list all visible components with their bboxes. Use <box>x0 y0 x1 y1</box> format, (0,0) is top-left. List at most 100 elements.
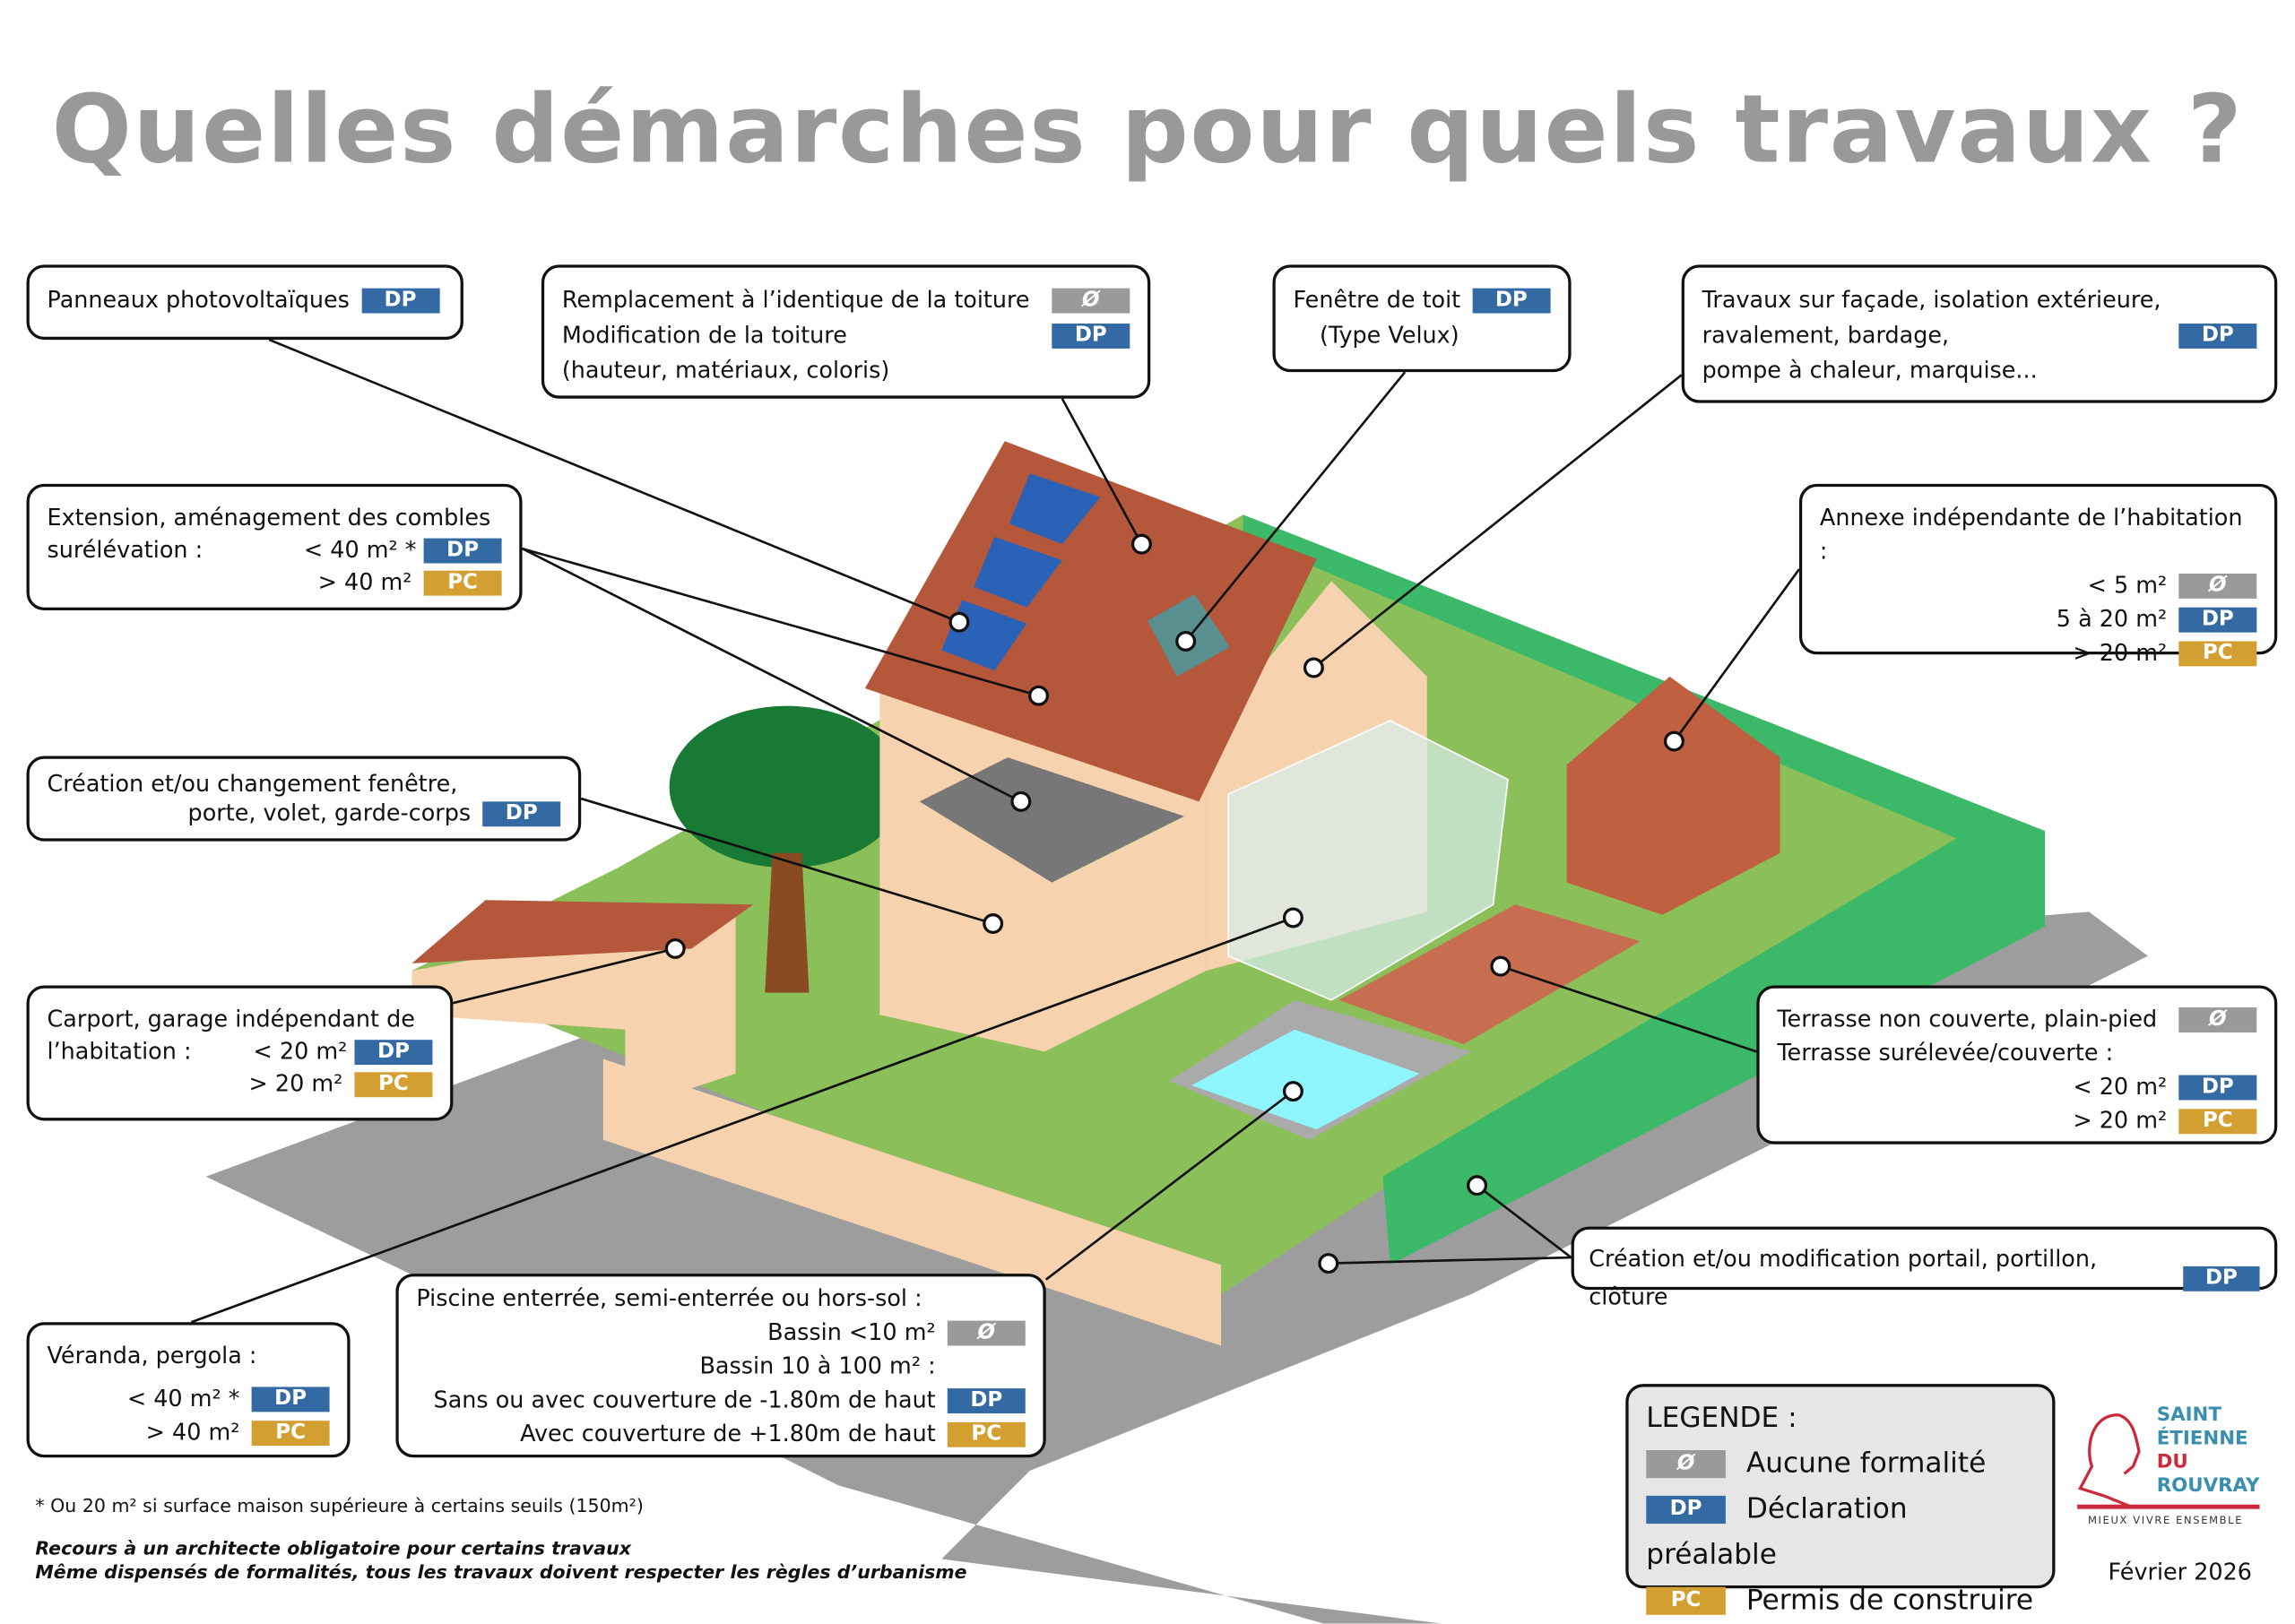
badge-none: Ø <box>2178 1007 2257 1032</box>
label: Création et/ou changement fenêtre, <box>47 770 458 798</box>
label: porte, volet, garde-corps <box>187 799 472 827</box>
label: (Type Velux) <box>1319 322 1459 349</box>
badge-dp: DP <box>2178 1075 2257 1101</box>
label: Création et/ou modification portail, por… <box>1589 1245 2098 1311</box>
label: Panneaux photovoltaïques <box>47 286 350 314</box>
front-wall <box>602 1058 1222 1346</box>
shed <box>1566 676 1780 915</box>
page-title: Quelles démarches pour quels travaux ? <box>51 76 2244 186</box>
callout-dots <box>664 533 1684 1274</box>
marianne-profile-icon <box>2077 1413 2141 1509</box>
logo-bar <box>2077 1504 2260 1509</box>
legend-label: Déclaration préalable <box>1646 1492 1908 1571</box>
label: Terrasse surélevée/couverte : <box>1777 1040 2114 1067</box>
badge-dp: DP <box>423 538 502 564</box>
badge-none: Ø <box>1646 1450 1726 1479</box>
label: > 40 m² <box>317 569 412 596</box>
label: Bassin 10 à 100 m² : <box>699 1352 936 1380</box>
label: < 5 m² <box>2087 572 2168 599</box>
label: ravalement, bardage, <box>1702 322 1950 349</box>
flat-roof <box>919 757 1185 883</box>
carport <box>411 911 736 1110</box>
badge-pc: PC <box>947 1421 1026 1447</box>
callout-toiture: Remplacement à l’identique de la toiture… <box>541 264 1151 399</box>
callout-carport: Carport, garage indépendant de l’habitat… <box>26 985 454 1121</box>
legend-label: Permis de construire <box>1745 1584 2034 1617</box>
label: Sans ou avec couverture de -1.80m de hau… <box>433 1386 936 1414</box>
badge-dp: DP <box>251 1386 330 1412</box>
label: Remplacement à l’identique de la toiture <box>561 286 1030 314</box>
badge-none: Ø <box>1052 287 1130 313</box>
city-logo: SAINT ÉTIENNE DU ROUVRAY MIEUX VIVRE ENS… <box>2072 1404 2260 1526</box>
label: > 40 m² <box>145 1419 240 1447</box>
label: 5 à 20 m² <box>2056 606 2168 633</box>
label: Carport, garage indépendant de <box>47 1006 415 1032</box>
label: < 20 m² <box>2073 1073 2168 1101</box>
badge-none: Ø <box>2178 573 2257 599</box>
logo-text: DU <box>2156 1451 2188 1474</box>
badge-pc: PC <box>2178 641 2257 667</box>
label: > 20 m² <box>2073 639 2168 667</box>
badge-pc: PC <box>1646 1586 1726 1615</box>
solar-panel <box>1009 473 1101 545</box>
callout-extension: Extension, aménagement des combles surél… <box>26 483 523 611</box>
footnote: * Ou 20 m² si surface maison supérieure … <box>35 1494 644 1516</box>
badge-dp: DP <box>947 1388 1026 1414</box>
badge-dp: DP <box>2178 323 2257 349</box>
callout-terrasse: Terrasse non couverte, plain-pied Ø Terra… <box>1756 985 2278 1145</box>
badge-pc: PC <box>423 569 502 595</box>
callout-fenetre-toit: Fenêtre de toit DP (Type Velux) <box>1272 264 1572 373</box>
badge-dp: DP <box>1052 323 1130 349</box>
label: < 40 m² * <box>126 1385 240 1412</box>
badge-dp: DP <box>2178 607 2257 633</box>
label: Bassin <10 m² <box>767 1318 936 1346</box>
logo-text: ROUVRAY <box>2156 1474 2260 1498</box>
callout-fenetre: Création et/ou changement fenêtre, porte… <box>26 756 582 842</box>
label: Piscine enterrée, semi-enterrée ou hors-… <box>416 1285 922 1312</box>
note-urbanisme: Même dispensés de formalités, tous les t… <box>35 1560 967 1583</box>
legend-title: LEGENDE : <box>1646 1401 1797 1434</box>
callout-piscine: Piscine enterrée, semi-enterrée ou hors-… <box>395 1274 1046 1458</box>
badge-dp: DP <box>2183 1266 2260 1291</box>
label: < 40 m² * <box>303 536 417 564</box>
label: > 20 m² <box>2073 1107 2168 1135</box>
label: Annexe indépendante de l’habitation : <box>1819 504 2243 566</box>
label: Véranda, pergola : <box>47 1343 257 1369</box>
badge-dp: DP <box>1646 1495 1726 1525</box>
note-architecte: Recours à un architecte obligatoire pour… <box>35 1536 631 1559</box>
badge-none: Ø <box>947 1320 1026 1346</box>
label: Modification de la toiture <box>561 322 847 349</box>
terrace <box>1338 904 1641 1045</box>
tree <box>669 705 905 868</box>
legend-label: Aucune formalité <box>1745 1447 1987 1480</box>
label: > 20 m² <box>248 1070 343 1098</box>
callout-portail: Création et/ou modification portail, por… <box>1571 1226 2278 1310</box>
label: Travaux sur façade, isolation extérieure… <box>1702 286 2161 314</box>
roof <box>864 441 1317 802</box>
label: Fenêtre de toit <box>1293 286 1461 314</box>
label: Terrasse non couverte, plain-pied <box>1777 1006 2158 1032</box>
label: surélévation : <box>47 536 204 564</box>
label: Avec couverture de +1.80m de haut <box>520 1421 936 1447</box>
badge-pc: PC <box>354 1071 433 1097</box>
date: Février 2026 <box>2108 1559 2252 1585</box>
logo-text: SAINT <box>2156 1404 2221 1427</box>
callout-annexe: Annexe indépendante de l’habitation : < … <box>1798 483 2278 667</box>
badge-dp: DP <box>1472 287 1551 313</box>
badge-dp: DP <box>482 800 561 826</box>
callout-panneaux: Panneaux photovoltaïques DP <box>26 264 463 341</box>
badge-dp: DP <box>354 1040 433 1066</box>
pool <box>1191 1029 1420 1130</box>
label: pompe à chaleur, marquise... <box>1702 357 2038 384</box>
hedge <box>1243 514 2045 1266</box>
badge-dp: DP <box>361 287 439 313</box>
label: < 20 m² <box>253 1038 348 1066</box>
leader-lines <box>190 338 1801 1324</box>
callout-facade: Travaux sur façade, isolation extérieure… <box>1681 264 2278 403</box>
badge-pc: PC <box>2178 1109 2257 1135</box>
logo-text: ÉTIENNE <box>2156 1428 2248 1451</box>
